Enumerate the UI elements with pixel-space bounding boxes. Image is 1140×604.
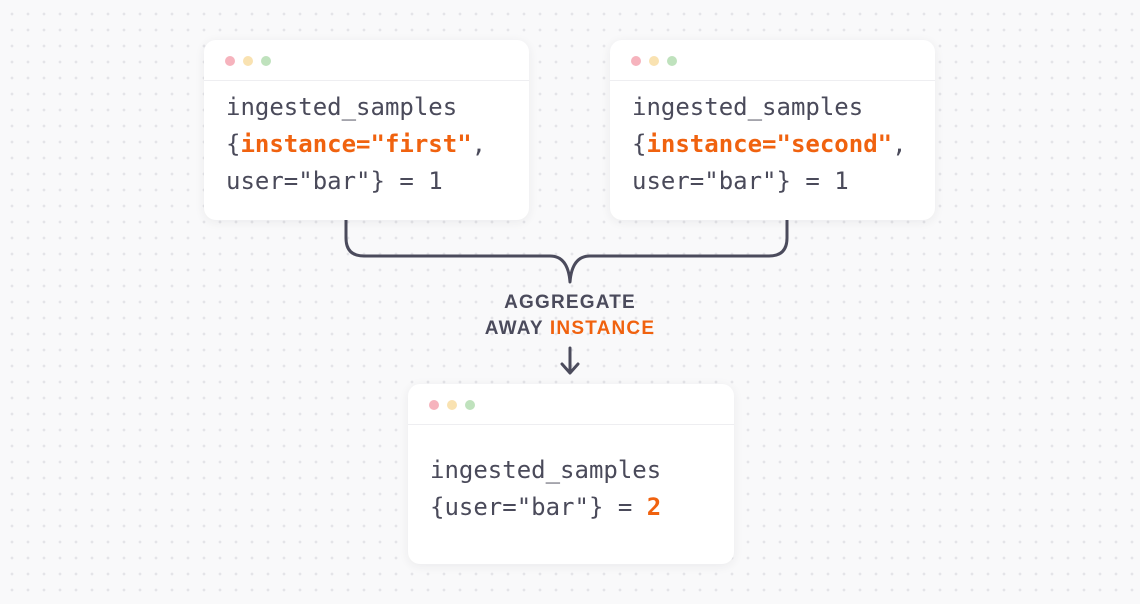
- metric-name: ingested_samples: [632, 93, 864, 121]
- operation-label-line2: AWAY INSTANCE: [440, 318, 700, 340]
- brace-connector: [344, 218, 789, 284]
- label-separator: ,: [471, 130, 487, 158]
- metric-code: ingested_samples {instance="second", use…: [632, 89, 907, 200]
- input-card-second: ingested_samples {instance="second", use…: [610, 40, 935, 220]
- metric-name: ingested_samples: [226, 93, 458, 121]
- maximize-dot-icon: [261, 56, 271, 66]
- window-titlebar: [204, 40, 529, 81]
- result-card: ingested_samples {user="bar"} = 2: [408, 384, 734, 564]
- result-value: 2: [646, 493, 662, 521]
- brace-open: {: [226, 130, 241, 158]
- minimize-dot-icon: [649, 56, 659, 66]
- label-separator: ,: [892, 130, 907, 158]
- brace-open: {: [632, 130, 647, 158]
- close-dot-icon: [225, 56, 235, 66]
- metric-name: ingested_samples: [430, 456, 662, 484]
- operation-label-accent: INSTANCE: [549, 318, 656, 339]
- operation-label-plain: AWAY: [484, 318, 544, 339]
- instance-label: instance="first": [240, 130, 472, 158]
- minimize-dot-icon: [447, 400, 457, 410]
- metric-code: ingested_samples {instance="first", user…: [226, 89, 486, 200]
- user-label-value: user="bar"} = 1: [226, 167, 443, 195]
- result-code: ingested_samples {user="bar"} = 2: [430, 452, 661, 526]
- result-labels: {user="bar"} =: [430, 493, 647, 521]
- maximize-dot-icon: [465, 400, 475, 410]
- user-label-value: user="bar"} = 1: [632, 167, 849, 195]
- window-titlebar: [408, 384, 734, 425]
- maximize-dot-icon: [667, 56, 677, 66]
- close-dot-icon: [429, 400, 439, 410]
- input-card-first: ingested_samples {instance="first", user…: [204, 40, 529, 220]
- window-titlebar: [610, 40, 935, 81]
- arrow-down-icon: [560, 346, 580, 375]
- close-dot-icon: [631, 56, 641, 66]
- minimize-dot-icon: [243, 56, 253, 66]
- instance-label: instance="second": [646, 130, 893, 158]
- operation-label-line1: AGGREGATE: [504, 292, 636, 313]
